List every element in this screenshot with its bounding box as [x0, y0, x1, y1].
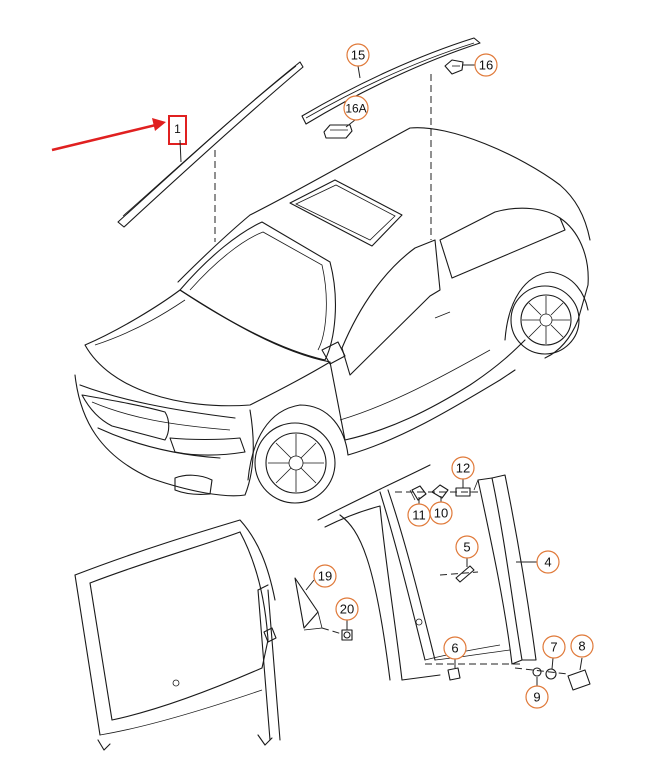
pin-5: [439, 565, 479, 583]
callout-10: 10: [429, 496, 453, 525]
b-pillar-panel: [317, 464, 511, 681]
part-1-label: 1: [174, 122, 181, 136]
svg-text:9: 9: [533, 690, 540, 705]
svg-text:16: 16: [479, 58, 493, 73]
callout-16: 16: [463, 53, 498, 77]
callout-5: 5: [455, 535, 479, 567]
screw-20: [321, 627, 353, 641]
clip-16: [444, 59, 464, 75]
mirror-trim-19: [294, 577, 323, 631]
callout-4: 4: [516, 550, 560, 574]
roof-molding-right: [301, 37, 481, 125]
callout-6: 6: [443, 636, 467, 668]
svg-text:12: 12: [456, 461, 470, 476]
svg-text:11: 11: [412, 508, 426, 523]
svg-text:20: 20: [340, 602, 354, 617]
svg-text:8: 8: [578, 639, 585, 654]
svg-text:19: 19: [318, 569, 332, 584]
callout-16a: 16A: [343, 95, 369, 128]
cap-8: [567, 669, 591, 691]
svg-text:15: 15: [351, 48, 365, 63]
callout-8: 8: [570, 634, 594, 671]
annotation-arrow: [51, 118, 166, 152]
svg-text:7: 7: [550, 640, 557, 655]
car-illustration: [74, 127, 591, 504]
clip-16a: [323, 124, 353, 139]
callout-12: 12: [451, 456, 475, 488]
callout-20: 20: [335, 597, 359, 630]
nut-7: [545, 668, 557, 680]
roof-molding-left: [117, 61, 304, 228]
callout-7: 7: [542, 635, 566, 670]
washer-9: [532, 667, 542, 677]
clip-10: [431, 484, 449, 499]
door-frame-assembly: [74, 519, 281, 751]
callout-19: 19: [305, 564, 337, 591]
clip-6: [425, 663, 520, 681]
callout-15: 15: [346, 43, 370, 79]
callout-9: 9: [525, 677, 549, 709]
clip-11: [411, 485, 427, 501]
svg-text:6: 6: [451, 641, 458, 656]
svg-text:4: 4: [544, 555, 551, 570]
svg-text:16A: 16A: [345, 102, 366, 116]
svg-text:10: 10: [434, 506, 448, 521]
b-pillar-trim-4: [473, 474, 537, 665]
part-1-highlight: 1: [168, 115, 187, 163]
callout-11: 11: [407, 497, 431, 527]
svg-text:5: 5: [463, 540, 470, 555]
